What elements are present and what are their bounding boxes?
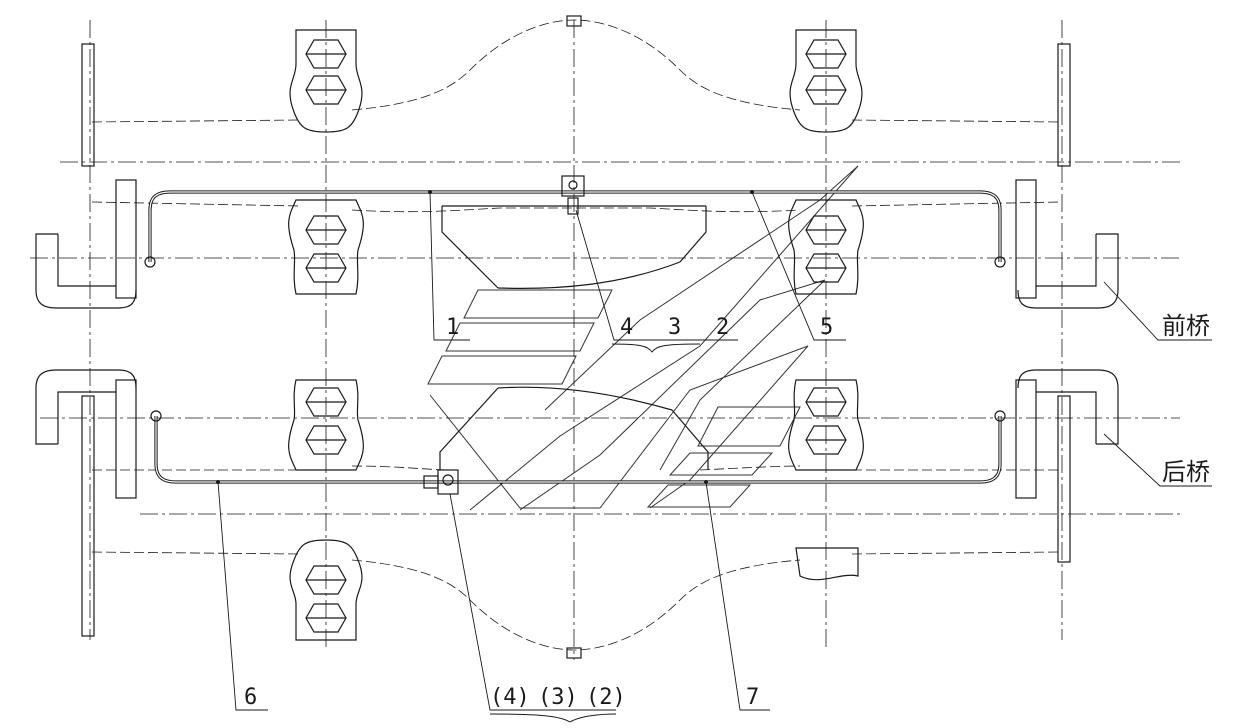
spring-seat-rear-right (788, 379, 864, 471)
spring-seat-bottom-left (289, 539, 363, 641)
wheel-end-brackets (35, 179, 1119, 499)
callout-labels: 1 4 3 2 5 6 (4) (3) (2) 7 前桥 后桥 (244, 312, 1210, 710)
spring-seat-front-left (288, 199, 364, 295)
front-axle-label: 前桥 (1162, 312, 1210, 340)
brake-pipes (144, 175, 1006, 495)
rear-axle-label: 后桥 (1162, 458, 1210, 486)
callout-6: 6 (244, 685, 257, 710)
rear-axle-housing (81, 386, 1071, 659)
callout-7: 7 (746, 685, 759, 710)
callout-1: 1 (446, 315, 459, 340)
spring-seat-rear-left (288, 379, 364, 471)
callout-4: 4 (620, 315, 633, 340)
callout-2: 2 (716, 315, 729, 340)
callout-2-rear: (2) (586, 685, 626, 710)
center-lines (30, 20, 1180, 660)
callout-3-rear: (3) (538, 685, 578, 710)
watermark-logo (427, 165, 859, 511)
spring-seat-top-right (789, 29, 863, 133)
callout-3: 3 (668, 315, 681, 340)
callout-4-rear: (4) (490, 685, 530, 710)
leader-lines (217, 191, 1212, 723)
front-axle-housing (81, 15, 1071, 289)
spring-seat-top-left (289, 29, 363, 133)
spring-seat-front-right (788, 199, 864, 295)
spring-seats (288, 29, 864, 641)
callout-5: 5 (820, 315, 833, 340)
